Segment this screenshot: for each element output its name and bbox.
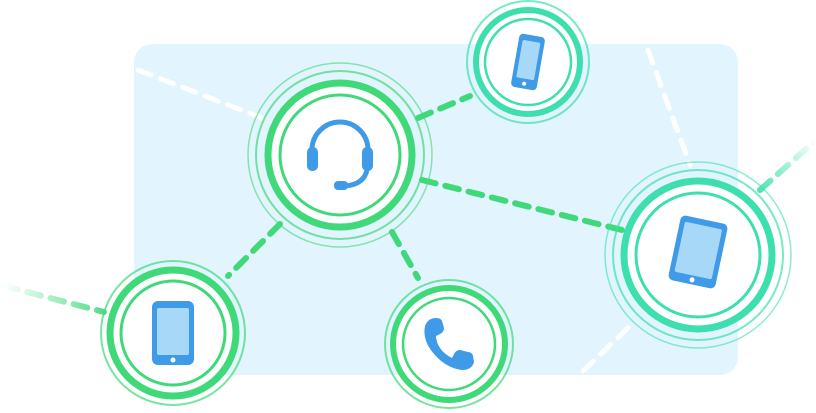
link-panel-top-right <box>645 47 693 168</box>
link-left-fade <box>1 283 107 315</box>
link-headset-top-phone <box>415 93 473 121</box>
link-right-fade <box>757 137 816 193</box>
headset-node <box>247 62 433 248</box>
phone-handset-icon <box>424 318 474 370</box>
link-headset-left-phone <box>225 221 283 279</box>
left-phone-node <box>100 260 246 406</box>
link-panel-bottom-right <box>579 325 631 375</box>
tablet-icon <box>668 215 728 289</box>
link-headset-tablet <box>419 177 625 233</box>
smartphone-icon <box>152 301 194 365</box>
smartphone-icon <box>511 33 545 91</box>
headset-icon <box>307 119 373 190</box>
call-node <box>384 279 514 409</box>
background-links <box>135 47 693 375</box>
link-panel-top-left <box>135 67 265 121</box>
top-phone-node <box>466 0 590 124</box>
connection-links <box>1 93 816 315</box>
tablet-node <box>604 161 792 349</box>
link-headset-call <box>389 229 421 281</box>
